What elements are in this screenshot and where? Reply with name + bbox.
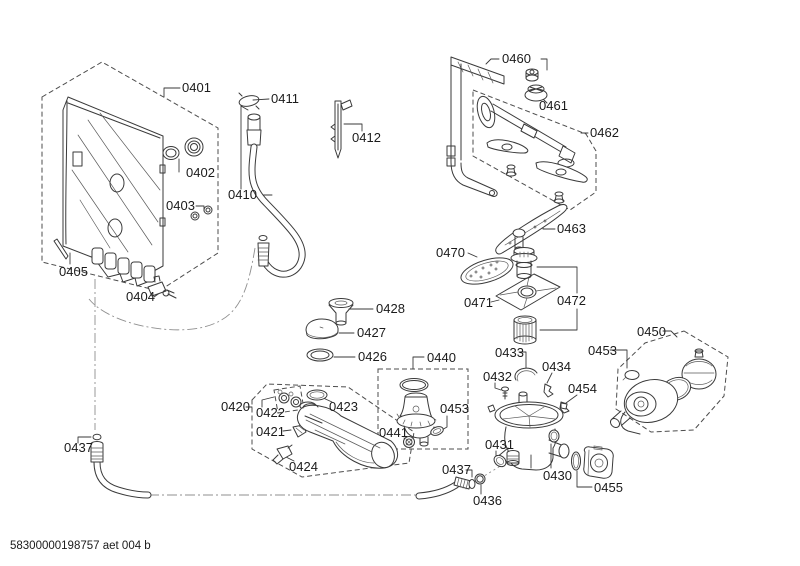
group-box-0440 bbox=[377, 368, 469, 450]
part-0420-softener bbox=[272, 389, 399, 469]
group-boxes bbox=[41, 61, 729, 478]
part-label-0410: 0410 bbox=[228, 187, 257, 202]
part-0431-fitting bbox=[506, 450, 520, 466]
part-0453-clamp bbox=[622, 370, 640, 381]
part-0403-nuts bbox=[190, 205, 213, 221]
part-0450-circulation-pump bbox=[609, 348, 717, 435]
part-0405-pin bbox=[53, 238, 69, 260]
part-0462-nozzle bbox=[505, 164, 517, 177]
part-label-0421: 0421 bbox=[256, 424, 285, 439]
part-label-0401: 0401 bbox=[182, 80, 211, 95]
part-label-0454: 0454 bbox=[568, 381, 597, 396]
part-label-0436: 0436 bbox=[473, 493, 502, 508]
part-0428-funnel bbox=[328, 298, 354, 326]
part-0462-feed-pipe bbox=[476, 95, 588, 204]
part-0460-nut bbox=[525, 68, 539, 82]
part-label-0453-pump: 0453 bbox=[588, 343, 617, 358]
part-0470-mesh-plate bbox=[460, 257, 514, 285]
part-0430-sump bbox=[487, 391, 570, 471]
part-label-0471: 0471 bbox=[464, 295, 493, 310]
part-0426-ring bbox=[306, 348, 334, 362]
part-label-0423: 0423 bbox=[329, 399, 358, 414]
part-label-0441: 0441 bbox=[379, 425, 408, 440]
part-label-0420: 0420 bbox=[221, 399, 250, 414]
part-label-0470: 0470 bbox=[436, 245, 465, 260]
part-label-0405: 0405 bbox=[59, 264, 88, 279]
part-label-0411: 0411 bbox=[271, 91, 299, 106]
part-label-0404: 0404 bbox=[126, 289, 155, 304]
part-label-0431: 0431 bbox=[485, 437, 514, 452]
part-0437-hose-left bbox=[90, 433, 152, 499]
group-box-0420 bbox=[251, 383, 415, 478]
part-0402-seals bbox=[162, 137, 204, 160]
part-label-0427: 0427 bbox=[357, 325, 386, 340]
part-0434-clip bbox=[543, 383, 554, 398]
part-0424-valve bbox=[276, 445, 293, 460]
part-0472-filter bbox=[510, 247, 538, 345]
leader-lines bbox=[69, 58, 678, 495]
part-0404-valve bbox=[147, 275, 177, 299]
part-label-0437-right: 0437 bbox=[442, 462, 471, 477]
part-label-0403: 0403 bbox=[166, 198, 195, 213]
part-0437-hose-right bbox=[415, 476, 476, 500]
part-0401-panel bbox=[62, 96, 166, 287]
part-0440-heater-pump bbox=[396, 378, 444, 448]
part-0441-cap bbox=[403, 436, 415, 448]
part-0460-bracket bbox=[446, 56, 505, 197]
part-label-0424: 0424 bbox=[289, 459, 318, 474]
part-label-0412: 0412 bbox=[352, 130, 381, 145]
part-0471-plate bbox=[495, 273, 561, 311]
part-label-0426: 0426 bbox=[358, 349, 387, 364]
part-label-0430: 0430 bbox=[543, 468, 572, 483]
group-box-0450 bbox=[615, 330, 729, 433]
part-0410-hose bbox=[246, 113, 306, 278]
part-label-0455: 0455 bbox=[594, 480, 623, 495]
part-label-0437-left: 0437 bbox=[64, 440, 93, 455]
part-0427-cap bbox=[305, 318, 339, 340]
part-0455-drain-pump bbox=[571, 445, 614, 479]
part-label-0422: 0422 bbox=[256, 405, 285, 420]
part-0453-clamp bbox=[430, 426, 444, 436]
part-label-0461: 0461 bbox=[539, 98, 568, 113]
part-label-0402: 0402 bbox=[186, 165, 215, 180]
part-label-0472: 0472 bbox=[557, 293, 586, 308]
group-box-0462 bbox=[472, 89, 597, 211]
part-0422-grommet bbox=[290, 396, 302, 408]
part-label-0432: 0432 bbox=[483, 369, 512, 384]
part-label-0462: 0462 bbox=[590, 125, 619, 140]
part-label-0433: 0433 bbox=[495, 345, 524, 360]
part-0422-grommet bbox=[278, 392, 290, 404]
part-0412-stake bbox=[330, 99, 353, 159]
part-0432-screw bbox=[501, 386, 509, 400]
part-0433-clip bbox=[514, 367, 538, 382]
part-label-0428: 0428 bbox=[376, 301, 405, 316]
part-label-0460: 0460 bbox=[502, 51, 531, 66]
part-labels: 0401 0402 0403 0404 0405 0410 0411 0412 0420 0421… bbox=[59, 51, 666, 508]
part-label-0453-heater: 0453 bbox=[440, 401, 469, 416]
part-0462-nozzle bbox=[553, 191, 565, 204]
part-label-0463: 0463 bbox=[557, 221, 586, 236]
part-0461-cap bbox=[524, 84, 548, 102]
part-0436-oring bbox=[474, 473, 486, 485]
part-label-0440: 0440 bbox=[427, 350, 456, 365]
document-number: 58300000198757 aet 004 b bbox=[10, 540, 151, 552]
part-0411-clamp bbox=[238, 92, 260, 110]
part-label-0450: 0450 bbox=[637, 324, 666, 339]
part-label-0434: 0434 bbox=[542, 359, 571, 374]
